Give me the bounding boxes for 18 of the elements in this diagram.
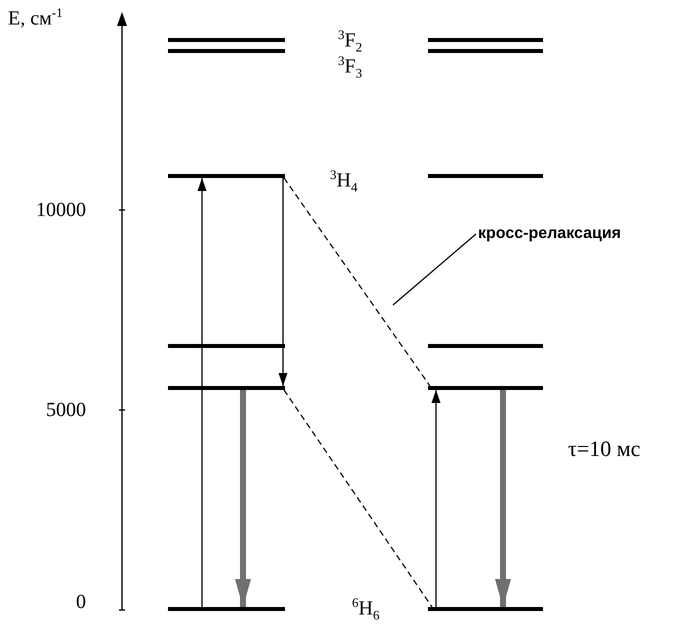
transition-arrow	[235, 390, 251, 607]
transition-arrow	[432, 390, 440, 607]
annotation-label: τ=10 мс	[568, 438, 640, 460]
tick-label: 0	[76, 592, 86, 612]
level-label: $^{3}$F$_{3}$	[338, 54, 362, 80]
annotation-label: кросс-релаксация	[478, 226, 621, 242]
transition-arrow	[198, 178, 206, 607]
dashed-line	[284, 390, 432, 608]
leader-line	[392, 234, 476, 306]
level-label: $^{3}$H$_{4}$	[330, 168, 358, 194]
tick-label: 10000	[36, 200, 86, 220]
transition-arrow	[495, 390, 511, 607]
axis-title: E, см$^{-1}$	[8, 6, 63, 29]
tick-label: 5000	[46, 400, 86, 420]
dashed-line	[284, 178, 430, 386]
transition-arrow	[278, 178, 288, 386]
level-label: $^{6}$H$_{6}$	[352, 596, 380, 622]
level-label: $^{3}$F$_{2}$	[338, 28, 362, 54]
